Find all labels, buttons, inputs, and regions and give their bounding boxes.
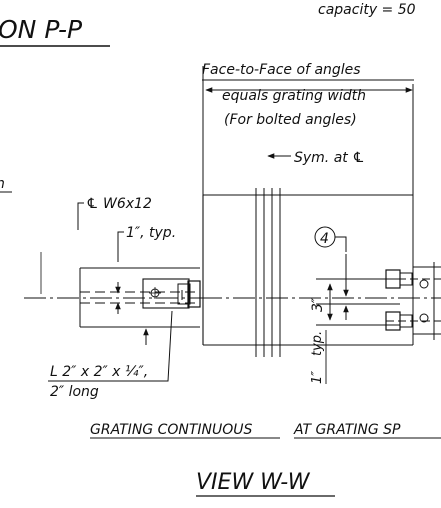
typ-1in-label: 1″, typ.: [126, 225, 176, 241]
angle-note-line-1: L 2″ x 2″ x ¼″,: [50, 364, 148, 380]
beam-leader: [77, 202, 84, 230]
angle-clip: [142, 278, 190, 309]
dim-typ-label: typ.: [310, 331, 325, 356]
dim-1in-label: 1″: [310, 371, 325, 384]
detail-callout-number: 4: [320, 231, 329, 247]
grating-continuous-label: GRATING CONTINUOUS: [90, 422, 253, 438]
face-to-face-line-3: (For bolted angles): [224, 112, 357, 128]
section-title: ON P-P: [0, 15, 83, 44]
typ-1in-leader: [117, 231, 124, 262]
face-to-face-line-1: Face-to-Face of angles: [202, 62, 361, 78]
angle-note-line-2: 2″ long: [50, 384, 99, 400]
detail-callout-leader: [335, 236, 347, 252]
capacity-note: capacity = 50: [318, 2, 416, 18]
angle-note-leader: [160, 310, 173, 382]
bolt-icon: [177, 280, 201, 308]
left-fragment-text: n: [0, 176, 5, 192]
dim-3in-label: 3″: [310, 297, 326, 312]
view-title: VIEW W-W: [196, 470, 311, 495]
at-grating-sp-label: AT GRATING SP: [293, 422, 401, 438]
sym-label: Sym. at ℄: [294, 150, 365, 166]
beam-label: ℄ W6x12: [86, 196, 152, 212]
